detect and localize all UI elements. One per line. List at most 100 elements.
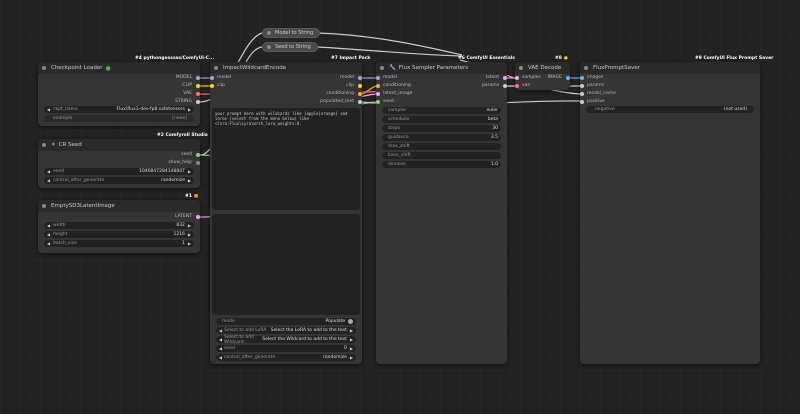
input-label: positive xyxy=(587,99,605,104)
base-shift-field[interactable]: base_shift xyxy=(382,152,501,159)
seed-number-field[interactable]: ◀ seed 0 ▶ xyxy=(216,345,356,352)
flux-sampler-parameters-node[interactable]: 🔧 Flux Sampler Parameters model conditio… xyxy=(376,62,507,364)
output-slot[interactable] xyxy=(196,76,200,80)
node-badge: #1 ■ xyxy=(185,193,199,199)
toggle-knob-icon[interactable] xyxy=(348,319,353,324)
input-slot[interactable] xyxy=(515,76,519,80)
output-slot[interactable] xyxy=(358,100,362,104)
checkpoint-loader-node[interactable]: Checkpoint Loader ● MODEL CLIP VAE STRIN… xyxy=(38,62,200,126)
output-slot[interactable] xyxy=(196,100,200,104)
empty-latent-node[interactable]: EmptySD3LatentImage LATENT ◀ width 832 ▶… xyxy=(38,200,200,253)
input-slot[interactable] xyxy=(376,84,380,88)
ckpt-name-combo[interactable]: ◀ ckpt_name Flux\flux1-dev-fp8.safetenso… xyxy=(44,106,194,113)
node-badge: #8 ● xyxy=(555,55,568,61)
impact-wildcard-encode-node[interactable]: ImpactWildcardEncode model clip model cl… xyxy=(210,62,362,364)
model-to-string-node[interactable]: Model to String xyxy=(262,28,320,38)
arrow-left-icon[interactable]: ◀ xyxy=(47,241,51,246)
collapse-dot-icon[interactable] xyxy=(519,66,523,70)
input-label: model xyxy=(383,75,398,80)
collapse-dot-icon[interactable] xyxy=(42,66,46,70)
vae-decode-node[interactable]: VAE Decode samples vae IMAGE xyxy=(515,62,570,90)
control-after-generate-combo[interactable]: ◀ control_after_generate randomize ▶ xyxy=(44,177,194,184)
arrow-right-icon[interactable]: ▶ xyxy=(187,241,191,246)
arrow-left-icon[interactable]: ◀ xyxy=(47,232,51,237)
input-slot[interactable] xyxy=(580,84,584,88)
arrow-left-icon[interactable]: ◀ xyxy=(219,355,223,360)
output-label: conditioning xyxy=(326,91,354,96)
input-label: model_name xyxy=(587,91,617,96)
output-slot[interactable] xyxy=(196,161,200,165)
input-slot[interactable] xyxy=(376,92,380,96)
output-label: STRING xyxy=(175,99,192,104)
arrow-left-icon[interactable]: ◀ xyxy=(47,169,51,174)
height-field[interactable]: ◀ height 1216 ▶ xyxy=(44,231,194,238)
arrow-left-icon[interactable]: ◀ xyxy=(219,337,223,342)
output-label: CLIP xyxy=(182,83,192,88)
arrow-left-icon[interactable]: ◀ xyxy=(219,346,223,351)
output-slot[interactable] xyxy=(196,84,200,88)
arrow-right-icon[interactable]: ▶ xyxy=(349,337,353,342)
arrow-left-icon[interactable]: ◀ xyxy=(47,178,51,183)
add-wildcard-combo[interactable]: ◀ Select to add Wildcard Select the Wild… xyxy=(216,335,356,345)
mode-toggle[interactable]: mode Populate xyxy=(216,318,356,325)
arrow-right-icon[interactable]: ▶ xyxy=(187,178,191,183)
flux-prompt-saver-node[interactable]: FluxPromptSaver images params model_name… xyxy=(580,62,760,364)
control-after-generate-combo[interactable]: ◀ control_after_generate randomize ▶ xyxy=(216,354,356,361)
collapse-dot-icon[interactable] xyxy=(214,66,218,70)
arrow-right-icon[interactable]: ▶ xyxy=(349,355,353,360)
collapse-dot-icon[interactable] xyxy=(584,66,588,70)
node-title: Flux Sampler Parameters xyxy=(398,65,469,71)
input-slot[interactable] xyxy=(376,100,380,104)
output-slot[interactable] xyxy=(358,76,362,80)
cr-seed-node[interactable]: ✦ CR Seed seed show_help ◀ seed 10468472… xyxy=(38,139,200,188)
arrow-right-icon[interactable]: ▶ xyxy=(187,107,191,112)
output-slot[interactable] xyxy=(566,76,570,80)
negative-field[interactable]: negative (not used) xyxy=(586,106,754,113)
input-slot[interactable] xyxy=(376,76,380,80)
arrow-right-icon[interactable]: ▶ xyxy=(187,223,191,228)
input-slot[interactable] xyxy=(210,76,214,80)
input-slot[interactable] xyxy=(580,92,584,96)
arrow-right-icon[interactable]: ▶ xyxy=(349,328,353,333)
output-slot[interactable] xyxy=(196,215,200,219)
seed-to-string-node[interactable]: Seed to String xyxy=(262,42,318,52)
populated-text-output[interactable] xyxy=(212,214,360,315)
output-slot[interactable] xyxy=(358,92,362,96)
collapse-dot-icon[interactable] xyxy=(380,66,384,70)
output-slot[interactable] xyxy=(503,76,507,80)
wildcard-text-input[interactable]: your prompt here with wildcards like {ap… xyxy=(212,108,360,210)
collapse-dot-icon[interactable] xyxy=(267,45,271,49)
input-label: latent_image xyxy=(383,91,413,96)
collapse-dot-icon[interactable] xyxy=(42,143,46,147)
example-field[interactable]: example [none] xyxy=(44,115,194,122)
output-slot[interactable] xyxy=(503,84,507,88)
arrow-left-icon[interactable]: ◀ xyxy=(47,223,51,228)
batch-size-field[interactable]: ◀ batch_size 1 ▶ xyxy=(44,240,194,247)
input-slot[interactable] xyxy=(210,84,214,88)
seed-number-field[interactable]: ◀ seed 1046847284148847 ▶ xyxy=(44,168,194,175)
output-slot[interactable] xyxy=(196,153,200,157)
collapse-dot-icon[interactable] xyxy=(267,31,271,35)
output-label: LATENT xyxy=(174,214,192,219)
max-shift-field[interactable]: max_shift xyxy=(382,143,501,150)
arrow-right-icon[interactable]: ▶ xyxy=(349,346,353,351)
collapse-dot-icon[interactable] xyxy=(42,204,46,208)
arrow-left-icon[interactable]: ◀ xyxy=(47,107,51,112)
node-badge: #6 ComfyUI Essentials xyxy=(458,55,515,61)
arrow-right-icon[interactable]: ▶ xyxy=(187,232,191,237)
arrow-right-icon[interactable]: ▶ xyxy=(187,169,191,174)
output-label: model xyxy=(339,75,354,80)
input-slot[interactable] xyxy=(580,100,584,104)
arrow-left-icon[interactable]: ◀ xyxy=(219,328,223,333)
output-slot[interactable] xyxy=(358,84,362,88)
input-slot[interactable] xyxy=(515,84,519,88)
add-lora-combo[interactable]: ◀ Select to add LoRA Select the LoRA to … xyxy=(216,327,356,334)
output-slot[interactable] xyxy=(196,92,200,96)
width-field[interactable]: ◀ width 832 ▶ xyxy=(44,222,194,229)
input-slot[interactable] xyxy=(580,76,584,80)
